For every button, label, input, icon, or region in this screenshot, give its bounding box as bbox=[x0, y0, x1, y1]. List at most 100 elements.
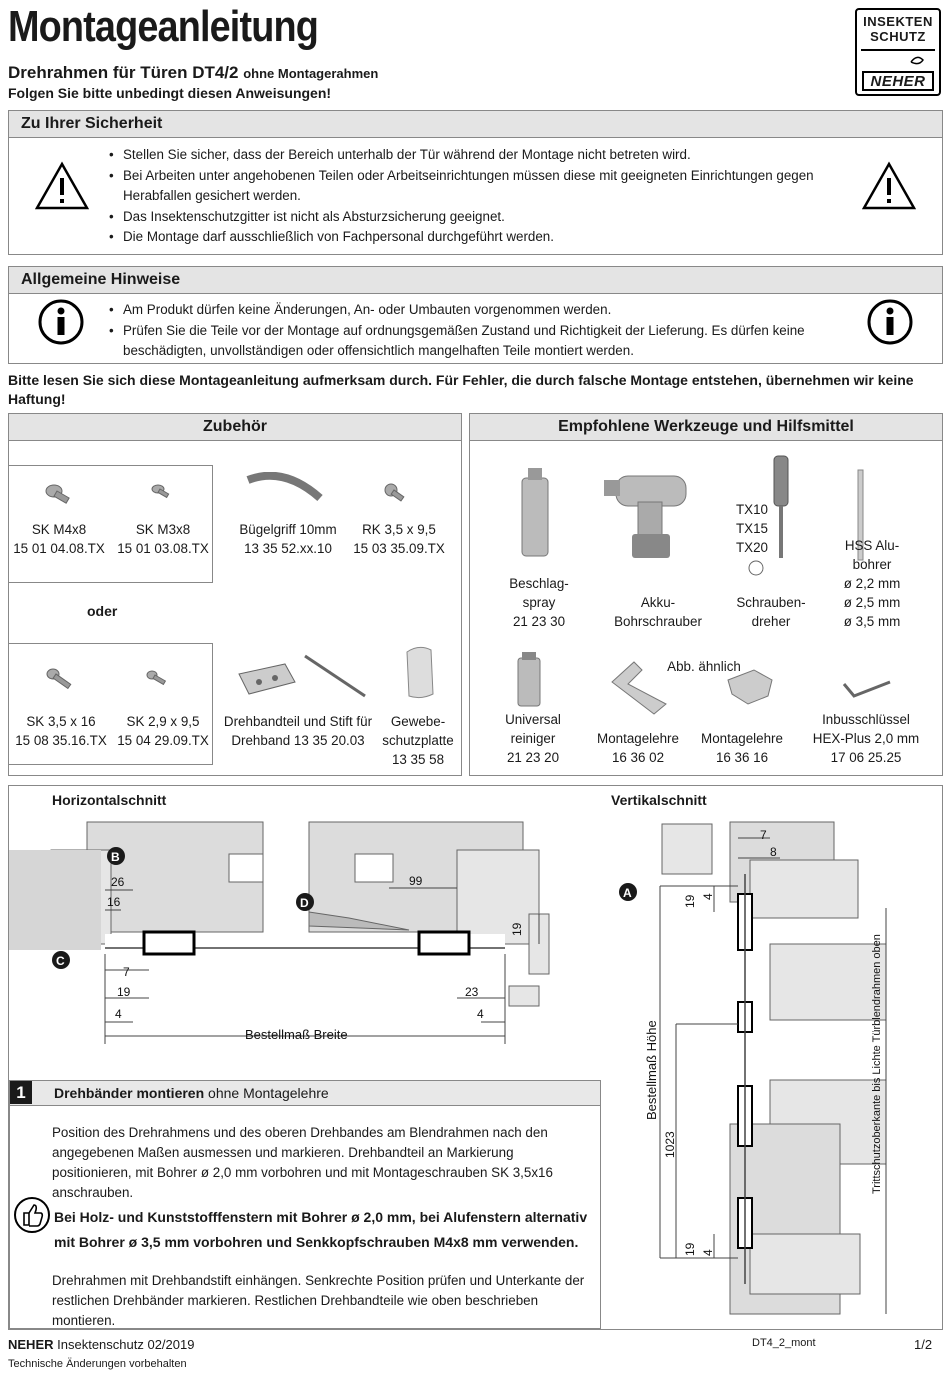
step-1-header bbox=[10, 1081, 600, 1106]
tool-screwdriver: Schrauben-dreher bbox=[736, 595, 806, 629]
safety-heading: Zu Ihrer Sicherheit bbox=[9, 111, 942, 138]
list-item: Bei Arbeiten unter angehobenen Teilen od… bbox=[109, 166, 834, 207]
screwdriver-icon bbox=[773, 455, 789, 558]
info-icon bbox=[867, 299, 913, 345]
general-heading: Allgemeine Hinweise bbox=[9, 267, 942, 294]
handle-icon bbox=[246, 472, 323, 502]
cleaner-bottle-icon bbox=[517, 652, 541, 707]
dim-label: 4 bbox=[701, 1249, 715, 1256]
footer-note: Technische Änderungen vorbehalten bbox=[8, 1358, 187, 1370]
torx-icon bbox=[748, 560, 764, 576]
marker-a: A bbox=[623, 886, 632, 900]
brand-logo: INSEKTEN SCHUTZ NEHER bbox=[855, 8, 941, 96]
order-width-label: Bestellmaß Breite bbox=[245, 1027, 348, 1042]
general-list: Am Produkt dürfen keine Änderungen, An- … bbox=[109, 300, 839, 362]
dim-label: 4 bbox=[477, 1007, 484, 1021]
dim-label: 19 bbox=[510, 922, 524, 936]
drawing-area bbox=[8, 785, 943, 1330]
list-item: Stellen Sie sicher, dass der Bereich unt… bbox=[109, 145, 834, 166]
vertical-section-drawing: 7 8 19 4 1023 19 4 Bestellmaß Höhe Tritt… bbox=[619, 821, 887, 1315]
hex-key-icon bbox=[842, 680, 891, 698]
horizontal-section-drawing: 26 16 99 19 7 19 4 23 4 Bestellmaß Breit… bbox=[9, 821, 550, 1044]
screw-group-2 bbox=[9, 643, 213, 765]
marker-b: B bbox=[111, 850, 120, 864]
step-1-title: Drehbänder montieren ohne Montagelehre bbox=[54, 1085, 329, 1101]
page-title: Montageanleitung bbox=[8, 2, 319, 51]
dim-label: 4 bbox=[115, 1007, 122, 1021]
info-icon bbox=[38, 299, 84, 345]
dim-label: 16 bbox=[107, 895, 121, 909]
drill-bit-icon bbox=[857, 469, 864, 561]
or-label: oder bbox=[87, 603, 118, 619]
dim-label: 19 bbox=[683, 894, 697, 908]
dim-label: 19 bbox=[117, 985, 131, 999]
logo-graphic bbox=[861, 49, 935, 91]
tool-drill: Akku-Bohrschrauber bbox=[614, 595, 702, 629]
step-1-section: 1 Drehbänder montieren ohne Montagelehre… bbox=[9, 1080, 601, 1329]
dim-label: 4 bbox=[701, 893, 715, 900]
accessories-heading: Zubehör bbox=[9, 414, 461, 441]
list-item: Prüfen Sie die Teile vor der Montage auf… bbox=[109, 321, 839, 362]
list-item: Das Insektenschutzgitter ist nicht als A… bbox=[109, 207, 834, 228]
general-section: Allgemeine Hinweise Am Produkt dürfen ke… bbox=[8, 266, 943, 364]
similar-label: Abb. ähnlich bbox=[667, 659, 741, 674]
dim-label: 7 bbox=[123, 965, 130, 979]
screw-icon bbox=[146, 670, 167, 686]
document-id: DT4_2_mont bbox=[752, 1337, 816, 1349]
list-item: Am Produkt dürfen keine Änderungen, An- … bbox=[109, 300, 839, 321]
step-1-tip: Bei Holz- und Kunststofffenstern mit Boh… bbox=[54, 1209, 588, 1250]
screw-icon bbox=[46, 668, 72, 690]
dim-label: 7 bbox=[760, 828, 767, 842]
marker-c: C bbox=[56, 954, 65, 968]
screwdriver-sizes: TX10 TX15 TX20 bbox=[735, 502, 768, 555]
step-1-text-2: Drehrahmen mit Drehbandstift einhängen. … bbox=[52, 1273, 585, 1328]
dim-label: 26 bbox=[111, 875, 125, 889]
screw-group-1 bbox=[9, 465, 213, 583]
screw-icon bbox=[45, 484, 70, 504]
page-number: 1/2 bbox=[914, 1337, 933, 1352]
tools-heading: Empfohlene Werkzeuge und Hilfsmittel bbox=[470, 414, 942, 441]
spray-can-icon bbox=[521, 468, 549, 557]
footer-brand: NEHER Insektenschutz 02/2019 bbox=[8, 1337, 195, 1352]
protection-plate-icon bbox=[406, 646, 434, 699]
dim-label: 99 bbox=[409, 874, 423, 888]
marker-d: D bbox=[300, 896, 309, 910]
dim-label: 19 bbox=[683, 1242, 697, 1256]
list-item: Die Montage darf ausschließlich von Fach… bbox=[109, 227, 834, 248]
thumbs-up-icon bbox=[14, 1197, 50, 1233]
page-subtitle: Drehrahmen für Türen DT4/2 ohne Montager… bbox=[8, 63, 379, 82]
dim-label: 1023 bbox=[663, 1131, 677, 1158]
screw-icon bbox=[384, 483, 405, 502]
order-height-label: Bestellmaß Höhe bbox=[644, 1020, 659, 1120]
step-protection-label: Trittschutzoberkante bis Lichte Türblend… bbox=[871, 934, 883, 1194]
notice-text: Folgen Sie bitte unbedingt diesen Anweis… bbox=[8, 85, 332, 101]
drill-icon bbox=[604, 475, 687, 558]
warning-icon bbox=[862, 161, 916, 210]
dim-label: 8 bbox=[770, 845, 777, 859]
horizontal-section-title: Horizontalschnitt bbox=[52, 792, 167, 808]
hinge-part-icon bbox=[238, 654, 366, 698]
warning-icon bbox=[35, 161, 89, 210]
step-number: 1 bbox=[10, 1081, 32, 1104]
vertical-section-title: Vertikalschnitt bbox=[611, 792, 707, 808]
gauge-icon bbox=[611, 661, 667, 715]
screw-icon bbox=[151, 484, 170, 499]
safety-list: Stellen Sie sicher, dass der Bereich unt… bbox=[109, 145, 834, 248]
step-1-text-1: Position des Drehrahmens und des oberen … bbox=[52, 1125, 553, 1200]
tools-section: Empfohlene Werkzeuge und Hilfsmittel TX1… bbox=[469, 413, 943, 776]
dim-label: 23 bbox=[465, 985, 479, 999]
safety-section: Zu Ihrer Sicherheit Stellen Sie sicher, … bbox=[8, 110, 943, 255]
